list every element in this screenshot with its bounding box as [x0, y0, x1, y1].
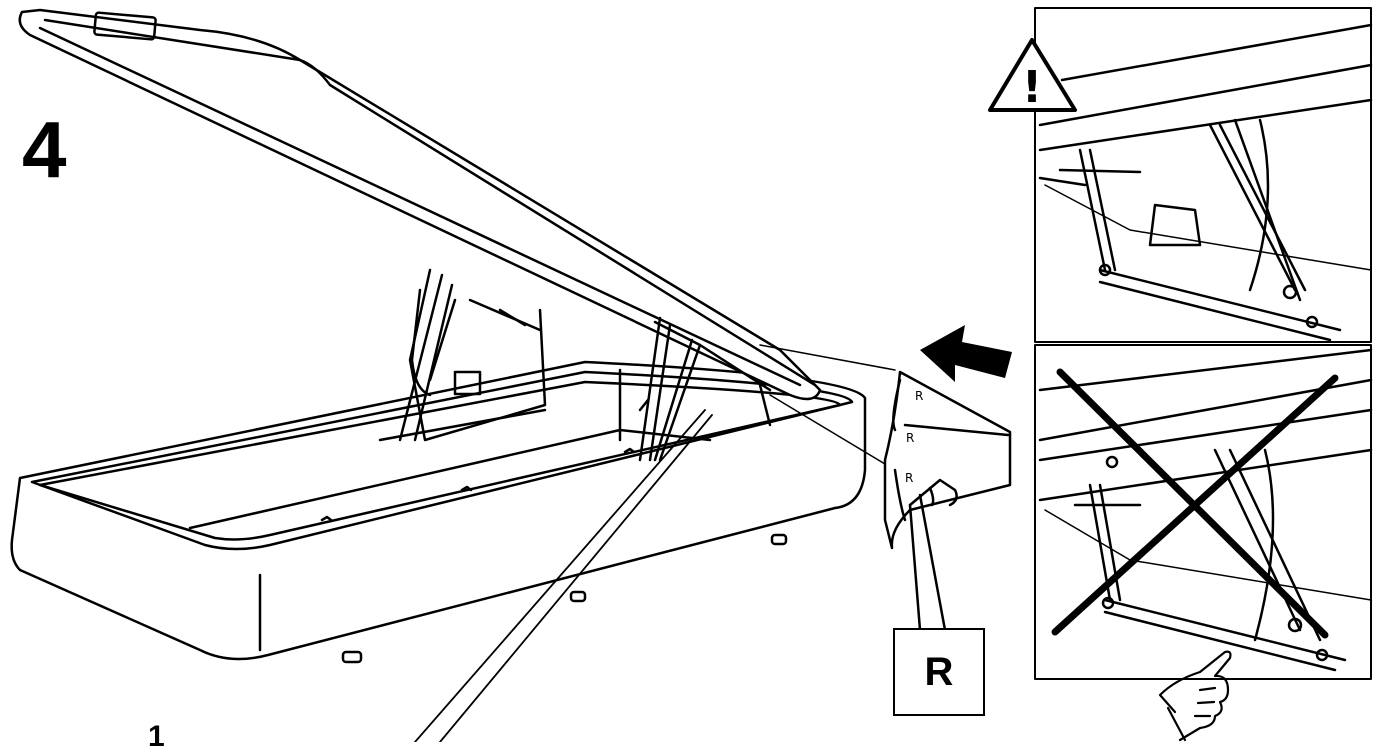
part-label-r-2: R — [906, 431, 914, 445]
incorrect-mounting-panel — [1034, 344, 1373, 680]
zoom-line — [439, 414, 713, 742]
bed-base — [10, 360, 867, 664]
zoom-line — [414, 409, 706, 742]
part-label-r-3: R — [905, 471, 913, 485]
pointing-hand-icon — [1158, 650, 1232, 742]
lift-mechanism-left — [378, 268, 547, 442]
lift-mechanism-right — [638, 316, 772, 462]
warning-symbol: ! — [1022, 62, 1042, 113]
zoom-line — [759, 344, 896, 371]
cross-mark-icon — [1051, 368, 1339, 639]
step-number: 4 — [22, 105, 67, 194]
zoom-line — [769, 394, 896, 471]
warning-triangle-icon: ! — [988, 38, 1077, 113]
arrow-left-icon — [920, 325, 1012, 382]
bottom-number-fragment: 1 — [148, 720, 165, 753]
part-label-r-1: R — [915, 389, 923, 403]
part-callout-box: R — [893, 628, 985, 716]
part-detail-r: R R R — [883, 370, 1012, 632]
bed-lid — [18, 8, 822, 401]
correct-mounting-panel — [1034, 7, 1373, 343]
